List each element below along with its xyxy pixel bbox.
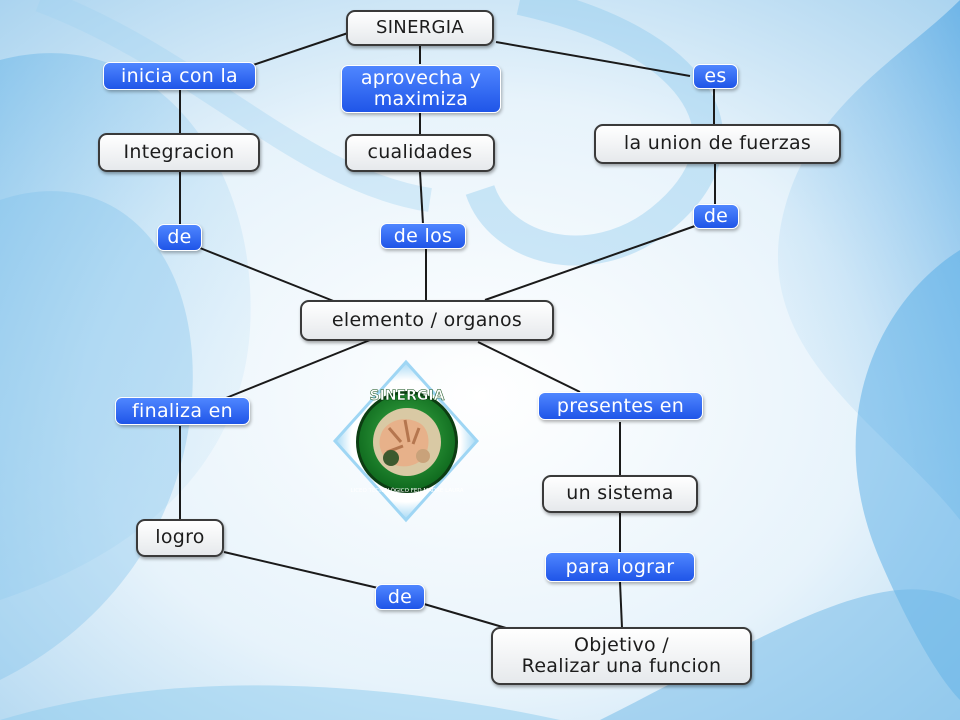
- node-un-sistema: un sistema: [542, 475, 698, 513]
- logo-ring-text: LICEO TECNOLÓGICO FED MADRE LAURA: [351, 487, 464, 494]
- node-sinergia: SINERGIA: [346, 10, 494, 46]
- node-objetivo: Objetivo / Realizar una funcion: [491, 627, 752, 685]
- link-es: es: [693, 64, 738, 89]
- link-presentes-en: presentes en: [538, 392, 703, 420]
- link-para-lograr: para lograr: [545, 552, 695, 582]
- link-aprovecha-maximiza: aprovecha y maximiza: [341, 65, 501, 113]
- node-objetivo-line2: Realizar una funcion: [521, 655, 722, 677]
- link-aprovecha-line1: aprovecha y: [360, 67, 482, 90]
- link-finaliza-en: finaliza en: [115, 397, 250, 425]
- node-cualidades: cualidades: [345, 134, 495, 172]
- node-elemento-organos: elemento / organos: [300, 300, 554, 341]
- node-union-fuerzas: la union de fuerzas: [594, 124, 841, 164]
- link-de-bottom: de: [375, 584, 425, 610]
- node-integracion: Integracion: [98, 133, 260, 172]
- link-aprovecha-line2: maximiza: [373, 88, 469, 110]
- link-inicia-con-la: inicia con la: [103, 62, 256, 90]
- node-logro: logro: [136, 519, 224, 557]
- link-de-los: de los: [380, 223, 466, 249]
- logo-word-top: SINERGIA: [370, 388, 445, 404]
- link-de-left: de: [157, 224, 202, 251]
- node-objetivo-line1: Objetivo /: [573, 633, 670, 656]
- link-de-right: de: [693, 204, 739, 229]
- sinergia-logo-icon: SINERGIA LICEO TECNOLÓGICO FED MADRE LAU…: [332, 359, 480, 523]
